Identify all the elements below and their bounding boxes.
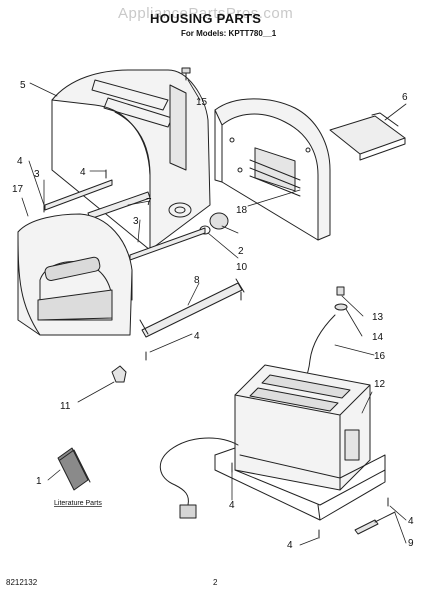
page-title: HOUSING PARTS bbox=[150, 11, 262, 26]
bracket-part-7 bbox=[87, 191, 151, 220]
callout-17: 17 bbox=[12, 184, 24, 195]
callout-13: 13 bbox=[372, 312, 384, 323]
callout-6: 6 bbox=[402, 92, 408, 103]
callout-4-bottom: 4 bbox=[287, 540, 293, 551]
screwdriver bbox=[354, 511, 396, 535]
lower-bracket bbox=[139, 278, 245, 338]
footer-page-number: 2 bbox=[213, 578, 218, 587]
callout-10: 10 bbox=[236, 262, 248, 273]
footer-code: 8212132 bbox=[6, 578, 38, 587]
callout-4-left: 4 bbox=[17, 156, 23, 167]
callout-3-left: 3 bbox=[34, 169, 40, 180]
callout-8: 8 bbox=[194, 275, 200, 286]
literature-label: Literature Parts bbox=[54, 500, 102, 507]
page-subtitle: For Models: KPTT780__1 bbox=[181, 29, 277, 38]
callout-1: 1 bbox=[36, 476, 42, 487]
literature-booklet bbox=[57, 447, 91, 491]
callout-4-right: 4 bbox=[408, 516, 414, 527]
callout-numbers: 5 15 6 4 3 4 17 7 18 3 2 10 8 4 13 14 16… bbox=[12, 80, 414, 551]
callout-15: 15 bbox=[196, 97, 208, 108]
back-panel bbox=[214, 98, 331, 241]
callout-9: 9 bbox=[408, 538, 414, 549]
crumb-tray bbox=[329, 112, 406, 161]
callout-4-mid: 4 bbox=[194, 331, 200, 342]
insulator bbox=[334, 286, 348, 311]
callout-2: 2 bbox=[238, 246, 244, 257]
callout-5: 5 bbox=[20, 80, 26, 91]
toaster-chassis bbox=[214, 364, 386, 521]
leader-lines bbox=[21, 79, 407, 546]
front-housing bbox=[17, 213, 133, 336]
foot bbox=[111, 365, 127, 383]
callout-16: 16 bbox=[374, 351, 386, 362]
power-cord bbox=[160, 437, 239, 519]
callout-12: 12 bbox=[374, 379, 386, 390]
screw-part-15 bbox=[181, 67, 191, 81]
callout-4-top: 4 bbox=[80, 167, 86, 178]
callout-11: 11 bbox=[60, 401, 71, 412]
callout-3-mid: 3 bbox=[133, 216, 139, 227]
callout-4-cord: 4 bbox=[229, 500, 235, 511]
callout-14: 14 bbox=[372, 332, 384, 343]
callout-18: 18 bbox=[236, 205, 248, 216]
top-housing-shell bbox=[51, 69, 211, 251]
watermark: AppliancePartsPros.com bbox=[118, 5, 294, 22]
callout-7: 7 bbox=[146, 197, 152, 208]
